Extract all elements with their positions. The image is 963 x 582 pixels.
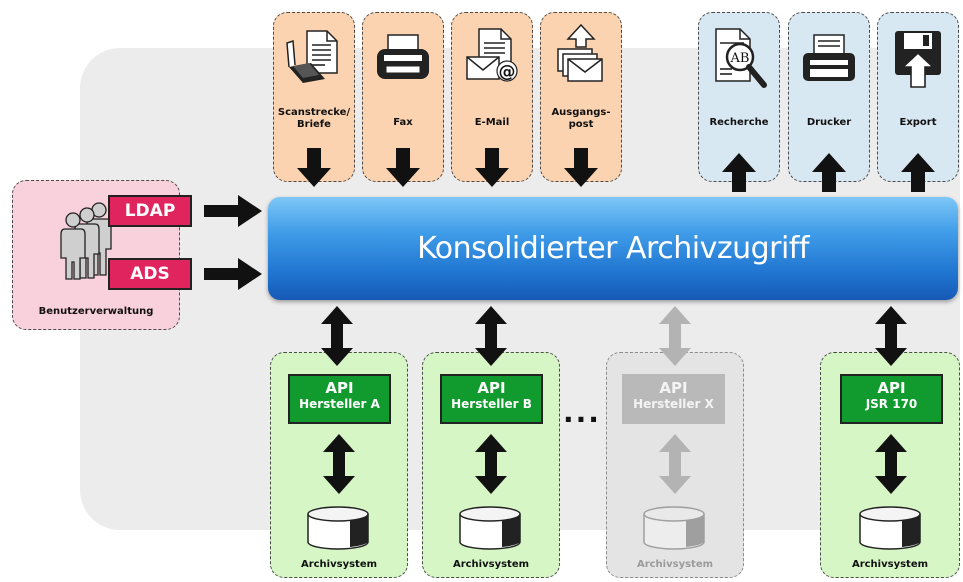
arrow-scanner-down [296, 142, 332, 194]
api-b-line1: API [477, 379, 506, 397]
arrow-outgoing-down [563, 142, 599, 194]
database-icon-b [458, 506, 522, 550]
arrow-api-jsr-to-db [874, 432, 908, 496]
arrow-main-to-api-a [320, 304, 354, 368]
fax-icon [374, 33, 432, 89]
output-label-export: Export [899, 117, 937, 128]
archive-label-jsr: Archivsystem [851, 559, 929, 570]
arrow-ldap-to-main [202, 193, 266, 229]
ellipsis: ... [563, 396, 601, 429]
svg-text:AB: AB [730, 51, 750, 66]
database-icon-a [306, 506, 370, 550]
arrow-email-down [474, 142, 510, 194]
arrow-printer-up [811, 146, 847, 198]
database-icon-x [642, 506, 706, 550]
arrow-api-x-to-db [658, 432, 692, 496]
api-jsr-line2: JSR 170 [865, 397, 918, 411]
api-b-line2: Hersteller B [451, 397, 532, 411]
arrow-main-to-api-b [474, 304, 508, 368]
users-icon [59, 201, 115, 283]
arrow-main-to-api-x [658, 304, 692, 368]
api-box-a: API Hersteller A [288, 374, 391, 424]
printer-icon [800, 33, 858, 91]
user-management-label: Benutzerverwaltung [38, 306, 154, 317]
database-icon-jsr [858, 506, 922, 550]
input-label-scanner: Scanstrecke/ Briefe [277, 107, 351, 130]
floppy-export-icon [889, 29, 947, 95]
api-jsr-line1: API [877, 379, 906, 397]
arrow-api-a-to-db [322, 432, 356, 496]
archive-label-x: Archivsystem [636, 559, 714, 570]
api-box-x: API Hersteller X [622, 374, 725, 424]
archive-label-a: Archivsystem [300, 559, 378, 570]
search-icon: AB [710, 27, 768, 95]
input-label-email: E-Mail [474, 117, 510, 128]
arrow-fax-down [385, 142, 421, 194]
arrow-search-up [721, 146, 757, 198]
api-x-line2: Hersteller X [633, 397, 714, 411]
input-box-outgoing: Ausgangs- post [540, 12, 622, 182]
arrow-ads-to-main [202, 256, 266, 292]
arrow-main-to-api-jsr [874, 304, 908, 368]
outgoing-mail-icon [552, 23, 610, 93]
main-title: Konsolidierter Archivzugriff [417, 231, 809, 266]
api-box-b: API Hersteller B [440, 374, 543, 424]
input-label-outgoing: Ausgangs- post [551, 107, 611, 130]
input-label-fax: Fax [393, 117, 413, 128]
arrow-export-up [900, 146, 936, 198]
svg-text:@: @ [499, 62, 516, 82]
api-a-line1: API [325, 379, 354, 397]
output-label-printer: Drucker [806, 117, 852, 128]
api-x-line1: API [659, 379, 688, 397]
ads-tag: ADS [108, 258, 192, 290]
api-a-line2: Hersteller A [299, 397, 380, 411]
ldap-tag: LDAP [108, 195, 192, 227]
main-access-bar: Konsolidierter Archivzugriff [268, 197, 958, 300]
archive-label-b: Archivsystem [452, 559, 530, 570]
email-icon: @ [463, 27, 521, 91]
output-box-search: AB Recherche [698, 12, 780, 182]
scanner-icon [285, 29, 343, 89]
output-label-search: Recherche [709, 117, 769, 128]
arrow-api-b-to-db [474, 432, 508, 496]
api-box-jsr: API JSR 170 [840, 374, 943, 424]
